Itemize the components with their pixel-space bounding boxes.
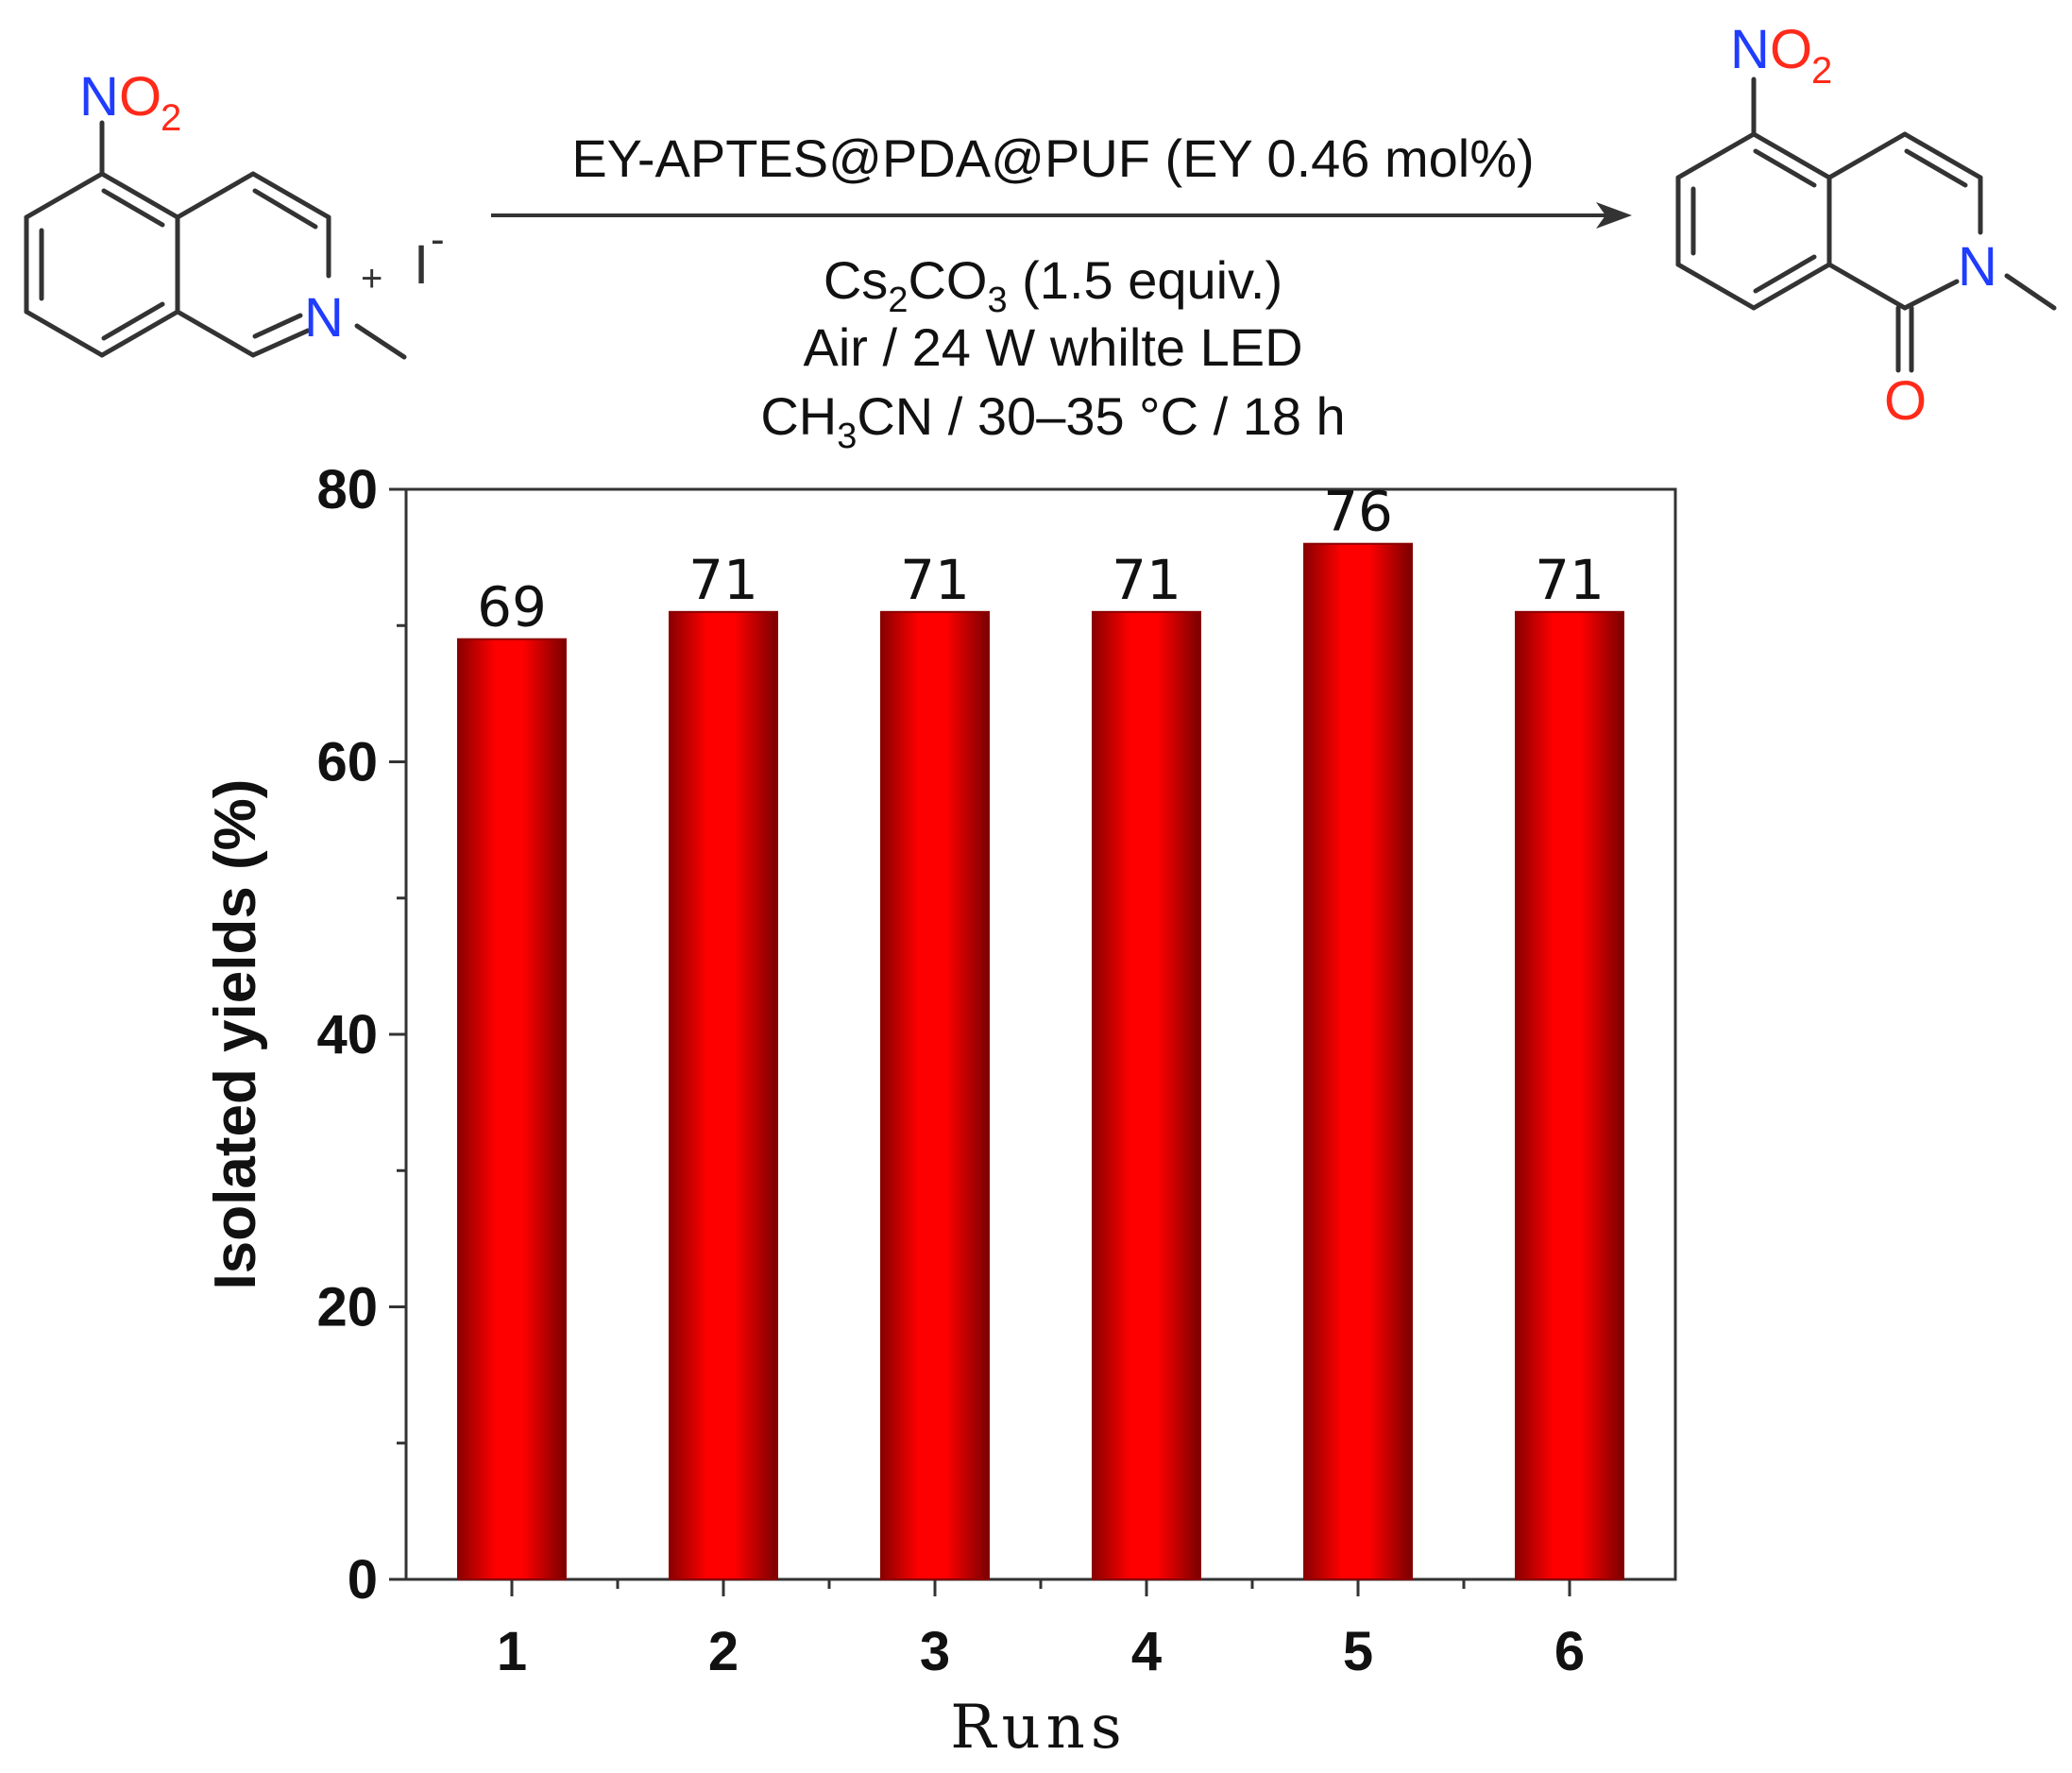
base-main: Cs	[824, 250, 888, 310]
reactant-structure	[24, 120, 407, 360]
product-nitro-o: O	[1770, 19, 1812, 80]
y-tick-label: 60	[316, 732, 378, 793]
light-label: Air / 24 W whilte LED	[803, 317, 1302, 377]
bar	[1092, 610, 1201, 1581]
base-end: (1.5 equiv.)	[1008, 250, 1283, 310]
base-sub1: 2	[888, 281, 908, 320]
reactant-ring-n: N	[304, 287, 344, 349]
x-tick-label: 2	[708, 1621, 739, 1682]
y-tick-label: 20	[316, 1277, 378, 1338]
bar-value-label: 71	[900, 548, 970, 612]
catalyst-label: EY-APTES@PDA@PUF (EY 0.46 mol%)	[571, 128, 1534, 188]
solvent-label: CH3CN / 30–35 °C / 18 h	[760, 386, 1345, 456]
bar-series: 69 71 71 71 76 71	[457, 480, 1624, 1581]
y-tick-label: 80	[316, 459, 378, 520]
base-label: Cs2CO3 (1.5 equiv.)	[824, 250, 1282, 320]
reactant-nitro-sub: 2	[161, 97, 181, 139]
base-sub2: 3	[987, 281, 1007, 320]
x-axis: 1 2 3 4 5 6	[497, 1579, 1585, 1682]
bar-value-label: 71	[1112, 548, 1181, 612]
bar	[457, 638, 567, 1580]
x-axis-label: Runs	[950, 1693, 1127, 1763]
bar	[880, 610, 990, 1581]
solvent-main: CH	[760, 386, 837, 446]
x-tick-label: 4	[1131, 1621, 1162, 1682]
base-mid: CO	[908, 250, 987, 310]
plot-frame	[404, 487, 1677, 1581]
bar	[1515, 610, 1624, 1581]
bar-chart: 0 20 40 60 80 1 2 3 4 5 6 69 71 71 71 76 71 Isolated y…	[203, 459, 1677, 1763]
product-nitro-n: N	[1730, 19, 1770, 80]
bar-value-label: 71	[688, 548, 758, 612]
product-nitro-sub: 2	[1811, 50, 1832, 92]
solvent-sub: 3	[837, 417, 857, 456]
product-structure	[1675, 77, 2057, 373]
bar-value-label: 71	[1535, 548, 1605, 612]
reaction-arrow	[491, 202, 1632, 229]
x-tick-label: 1	[497, 1621, 527, 1682]
y-axis: 0 20 40 60 80	[316, 459, 406, 1611]
reactant-nitro-n: N	[79, 66, 119, 128]
y-tick-label: 0	[348, 1549, 378, 1611]
reactant-nitro-o: O	[119, 66, 161, 128]
product-carbonyl-o: O	[1884, 370, 1927, 432]
bar-value-label: 69	[477, 575, 547, 639]
product-ring-n: N	[1958, 236, 1997, 298]
bar-value-label: 76	[1323, 480, 1393, 544]
bar	[1303, 542, 1413, 1581]
reactant-counterion-charge: -	[431, 216, 445, 263]
solvent-end: CN / 30–35 °C / 18 h	[857, 386, 1345, 446]
bar	[669, 610, 778, 1581]
reactant-counterion: I	[414, 234, 429, 296]
x-tick-label: 5	[1343, 1621, 1373, 1682]
y-axis-label: Isolated yields (%)	[203, 779, 268, 1290]
reactant-charge: +	[361, 258, 382, 299]
x-tick-label: 3	[920, 1621, 950, 1682]
x-tick-label: 6	[1554, 1621, 1585, 1682]
y-tick-label: 40	[316, 1004, 378, 1066]
